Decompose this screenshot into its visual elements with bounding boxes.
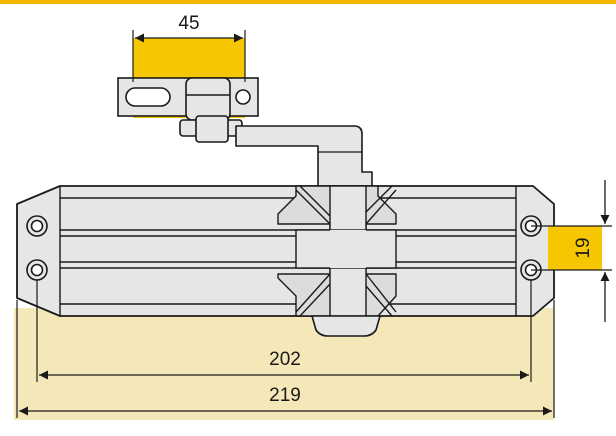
pivot-block — [185, 77, 231, 121]
hole-spacing-highlight — [548, 226, 602, 270]
connecting-arm — [235, 125, 373, 191]
bracket-extension-lines — [132, 30, 246, 82]
body-ribs — [60, 197, 516, 305]
adjustment-valve — [311, 315, 381, 337]
length-extension-lines — [16, 280, 555, 418]
bracket-slot — [125, 87, 171, 107]
center-cross-recess — [277, 185, 397, 317]
hole-center-distance-label: 202 — [269, 349, 301, 370]
left-top-hole — [26, 215, 48, 237]
overall-length-label: 219 — [269, 385, 301, 406]
left-bottom-hole — [26, 259, 48, 281]
mounting-bracket — [117, 38, 259, 143]
top-border-stripe — [0, 0, 616, 4]
bracket-width-label: 45 — [178, 13, 199, 34]
hole-spacing-label: 19 — [573, 237, 594, 258]
closer-body — [16, 185, 555, 317]
length-dimension-field — [14, 308, 554, 420]
hole-spacing-extension-lines — [531, 225, 612, 271]
end-caps — [59, 186, 517, 316]
bracket-hole — [235, 89, 251, 105]
